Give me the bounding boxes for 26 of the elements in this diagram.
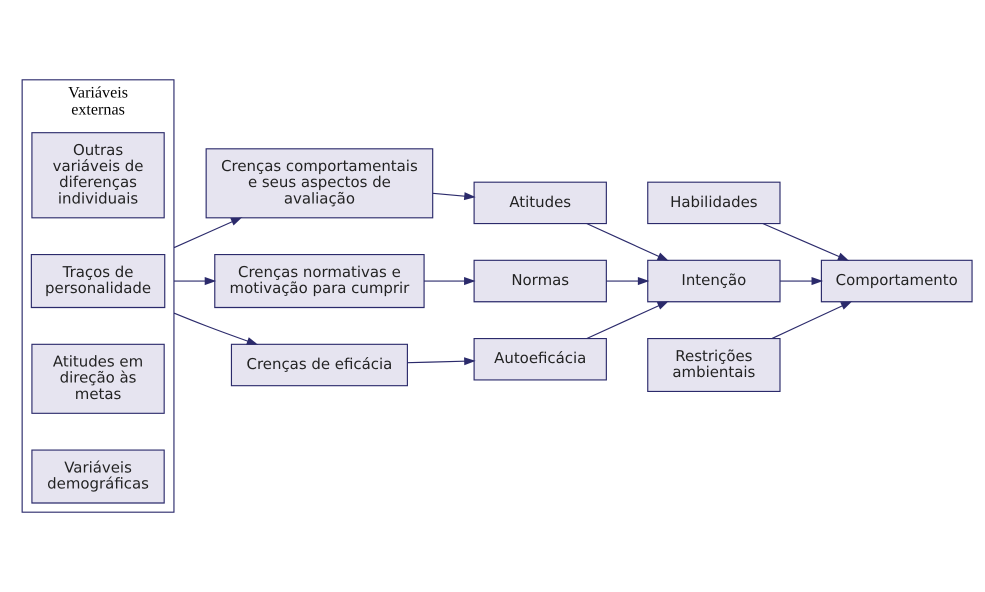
arrow	[772, 301, 852, 339]
arrow	[586, 301, 669, 340]
node-box: Traços de personalidade	[30, 254, 166, 308]
node-box: Autoeficácia	[474, 338, 607, 381]
arrow	[762, 223, 850, 262]
node-box: Crenças comportamentais e seus aspectos de avaliação	[206, 148, 434, 218]
arrow	[586, 223, 669, 262]
node-box: Atitudes	[474, 182, 607, 224]
arrow	[424, 277, 476, 286]
node-box: Outras variáveis de diferenças individuais	[31, 132, 165, 218]
node-box: Atitudes em direção às metas	[31, 344, 165, 414]
node-box: Crenças de eficácia	[230, 344, 408, 386]
arrow	[174, 312, 258, 345]
arrow	[432, 192, 476, 200]
node-box: Normas	[474, 260, 607, 302]
arrow	[606, 277, 650, 286]
arrow	[780, 277, 824, 286]
arrow	[408, 357, 476, 366]
node-box: Variáveis demográficas	[31, 450, 165, 504]
node-box: Crenças normativas e motivação para cumprir	[214, 254, 425, 308]
node-box: Intenção	[647, 260, 781, 302]
arrow	[174, 277, 216, 286]
node-box: Restrições ambientais	[647, 338, 781, 392]
node-box: Comportamento	[820, 260, 973, 302]
arrow	[174, 217, 242, 248]
node-box: Habilidades	[647, 182, 781, 224]
